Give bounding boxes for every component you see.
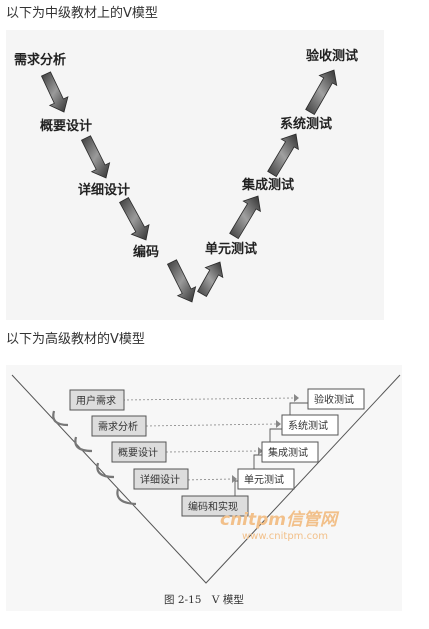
stage-requirements-analysis: 需求分析 (14, 52, 66, 68)
box-unit-testing-label: 单元测试 (244, 473, 284, 486)
figure-caption: 图 2-15 V 模型 (164, 593, 244, 606)
stage-labels: 需求分析 概要设计 详细设计 编码 单元测试 集成测试 系统测试 验收测试 (14, 48, 358, 260)
v-model-diagram-advanced: 用户需求 需求分析 概要设计 详细设计 编码和实现 验收测试 系统测试 集成测试… (6, 365, 402, 611)
caption-advanced-v-model: 以下为高级教材的V模型 (6, 332, 145, 347)
box-acceptance-testing (307, 388, 365, 410)
v-model-arrows (40, 69, 338, 303)
box-system-testing (281, 414, 339, 436)
stage-connectors (122, 397, 295, 481)
stage-unit-testing: 单元测试 (205, 241, 257, 257)
stage-acceptance-testing: 验收测试 (306, 48, 358, 64)
box-high-level-design-label: 概要设计 (118, 446, 158, 459)
box-acceptance-testing-label: 验收测试 (314, 393, 354, 406)
box-integration-testing (261, 441, 319, 463)
arrow-requirements-to-design (40, 71, 69, 113)
box-system-testing-label: 系统测试 (288, 419, 328, 432)
arrow-system-to-acceptance (305, 69, 338, 116)
arrow-bottom-to-unit (197, 261, 224, 298)
watermark-url: www.cnitpm.com (242, 531, 328, 542)
box-user-requirements (69, 389, 125, 411)
box-detailed-design-label: 详细设计 (140, 473, 180, 486)
arrow-coding-to-bottom (166, 259, 197, 303)
v-model-diagram-intermediate: 需求分析 概要设计 详细设计 编码 单元测试 集成测试 系统测试 验收测试 (6, 30, 384, 320)
dev-stage-boxes: 用户需求 需求分析 概要设计 详细设计 编码和实现 (69, 389, 249, 517)
stage-integration-testing: 集成测试 (241, 177, 294, 193)
box-coding-implementation-label: 编码和实现 (188, 500, 238, 513)
arrow-integration-to-system (267, 133, 299, 178)
box-unit-testing (237, 468, 295, 490)
stage-detailed-design: 详细设计 (78, 182, 130, 198)
test-stage-boxes: 验收测试 系统测试 集成测试 单元测试 (237, 388, 365, 490)
dev-feedback-arrows (52, 410, 137, 506)
box-integration-testing-label: 集成测试 (268, 446, 308, 459)
box-coding-implementation (181, 495, 249, 517)
caption-intermediate-v-model: 以下为中级教材上的V模型 (6, 6, 158, 21)
stage-high-level-design: 概要设计 (40, 118, 92, 134)
stage-system-testing: 系统测试 (280, 116, 332, 132)
arrow-design-to-detail (80, 135, 111, 179)
watermark-logo-text: cnitpm信管网 (220, 510, 340, 530)
box-user-requirements-label: 用户需求 (76, 394, 116, 407)
stage-coding: 编码 (133, 244, 159, 260)
box-high-level-design (111, 441, 167, 463)
arrow-detail-to-coding (119, 197, 150, 241)
v-model-diagram-intermediate-svg: 需求分析 概要设计 详细设计 编码 单元测试 集成测试 系统测试 验收测试 (14, 48, 358, 303)
box-requirements-analysis-label: 需求分析 (98, 420, 138, 433)
v-model-diagram-advanced-svg: 用户需求 需求分析 概要设计 详细设计 编码和实现 验收测试 系统测试 集成测试… (11, 374, 401, 606)
box-requirements-analysis (91, 415, 147, 437)
connector-arrowheads (232, 394, 299, 483)
box-detailed-design (133, 468, 189, 490)
arrow-unit-to-integration (229, 195, 261, 240)
